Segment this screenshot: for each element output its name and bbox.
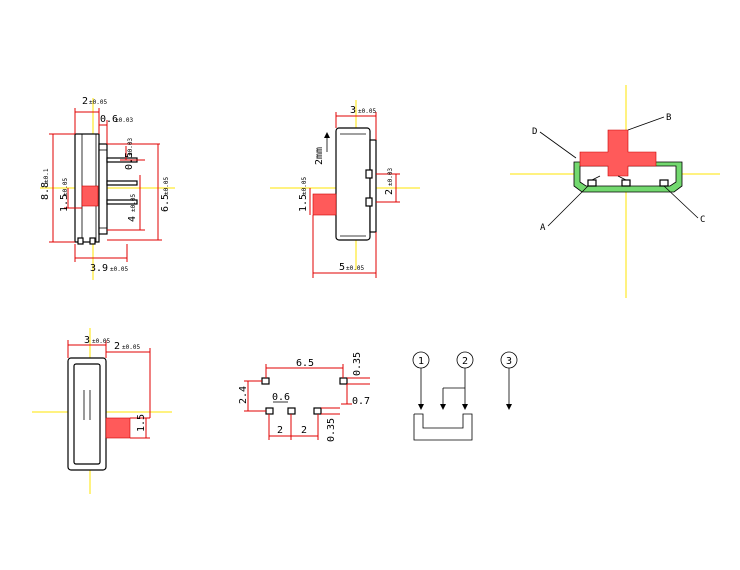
dim-65-label: 6.5: [296, 358, 314, 369]
dim-2-tol: ±0.05: [89, 99, 107, 106]
pin-2-label: 2: [462, 356, 468, 367]
side-view: 2 ±0.05 0.6 ±0.03 8.8 ±0.1 1.5 ±0.05 0.5…: [40, 96, 175, 280]
dim-05-tol: ±0.03: [127, 138, 134, 156]
pad: [265, 407, 274, 415]
section-view: B D A C: [510, 85, 720, 298]
pin-3-label: 3: [506, 356, 512, 367]
dim-88-label: 8.8: [40, 182, 51, 200]
switch-housing-side: [369, 139, 377, 233]
pad: [261, 377, 270, 385]
dim-06-tol: ±0.03: [115, 117, 133, 124]
label-d: D: [532, 127, 537, 137]
switch-slider: [413, 413, 473, 441]
actuator: [312, 193, 337, 216]
dim-15-label: 1.5: [298, 194, 309, 212]
dim-15-label: 1.5: [136, 414, 147, 432]
actuator: [81, 185, 99, 207]
label-a: A: [540, 223, 546, 233]
actuator: [105, 417, 131, 439]
dim-2-label: 2: [114, 341, 120, 352]
dim-07-label: 0.7: [352, 396, 370, 407]
bottom-view: 3 ±0.05 2 ±0.05 1.5: [32, 328, 172, 494]
contact: [587, 179, 597, 187]
dim-15-label: 1.5: [59, 194, 70, 212]
dim-2-tol: ±0.05: [122, 344, 140, 351]
pad: [287, 407, 296, 415]
dim-2-label: 2: [384, 189, 395, 195]
dim-2-tol: ±0.03: [387, 168, 394, 186]
dim-39-tol: ±0.05: [110, 266, 128, 273]
dim-2-a-label: 2: [277, 425, 283, 436]
contact: [621, 179, 631, 187]
dim-4-tol: ±0.05: [130, 194, 137, 212]
dim-65-tol: ±0.05: [163, 177, 170, 195]
contact: [659, 179, 669, 187]
dim-3-tol: ±0.05: [358, 108, 376, 115]
actuator: [579, 129, 657, 177]
dim-05-label: 0.5: [124, 152, 135, 170]
dim-5-label: 5: [339, 262, 345, 273]
switch-body: [335, 127, 371, 241]
schematic: 1 2 3: [412, 351, 518, 441]
dim-5-tol: ±0.05: [346, 265, 364, 272]
pin: [106, 180, 138, 186]
dim-3-label: 3: [350, 105, 356, 116]
dim-39-label: 3.9: [90, 263, 108, 274]
dim-035-top-label: 0.35: [352, 352, 363, 376]
dim-3-tol: ±0.05: [92, 338, 110, 345]
dim-2-label: 2: [82, 96, 88, 107]
dim-65-label: 6.5: [160, 194, 171, 212]
label-c: C: [700, 215, 705, 225]
pin-1-label: 1: [418, 356, 424, 367]
dim-2-b-label: 2: [301, 425, 307, 436]
dim-15-tol: ±0.05: [62, 178, 69, 196]
dim-3-label: 3: [84, 335, 90, 346]
front-view: 3 ±0.05 2mm 1.5 ±0.05 2 ±0.03 5 ±0.05: [270, 100, 420, 278]
dim-15-tol: ±0.05: [301, 177, 308, 195]
travel-label: 2mm: [314, 147, 325, 165]
pad: [339, 377, 348, 385]
dim-06-label: 0.6: [272, 392, 290, 403]
pcb-layout: 6.5 0.35 2.4 0.6 0.7 2 2 0.35: [238, 352, 370, 442]
pad: [313, 407, 322, 415]
dim-06-label: 0.6: [100, 114, 118, 125]
dim-88-tol: ±0.1: [43, 168, 50, 183]
dim-035-bottom-label: 0.35: [326, 418, 337, 442]
switch-housing-side: [98, 143, 108, 235]
dim-4-label: 4: [127, 216, 138, 222]
pin: [106, 199, 138, 205]
label-b: B: [666, 113, 671, 123]
dim-24-label: 2.4: [238, 386, 249, 404]
